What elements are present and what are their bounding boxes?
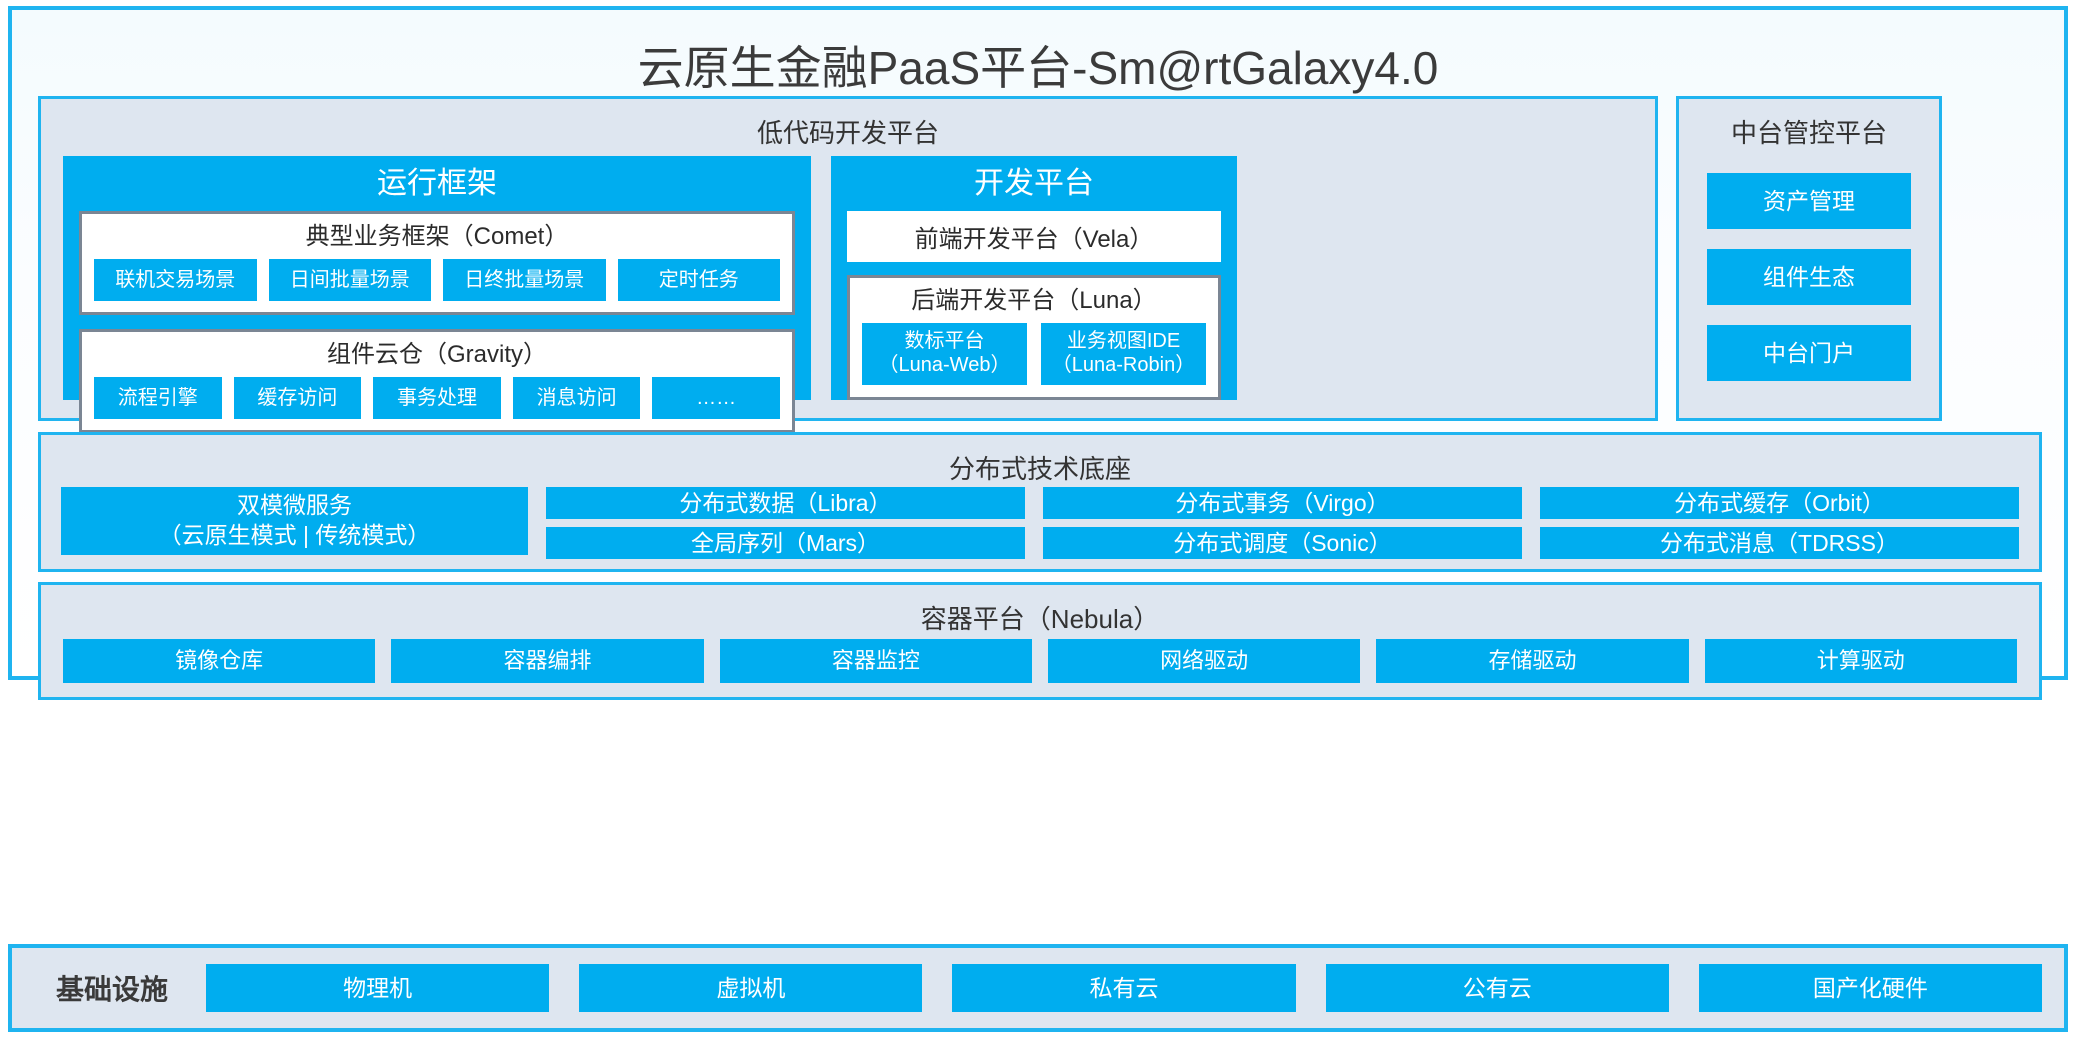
- container-platform-title: 容器平台（Nebula）: [920, 604, 1160, 634]
- distributed-tech-title: 分布式技术底座: [948, 454, 1131, 484]
- gravity-title: 组件云仓（Gravity）: [326, 341, 547, 368]
- infrastructure-item-physical-machine[interactable]: 物理机: [206, 964, 550, 1012]
- vela-box[interactable]: 前端开发平台（Vela）: [847, 211, 1221, 262]
- distributed-item-virgo[interactable]: 分布式事务（Virgo）: [1043, 487, 1522, 520]
- container-item-compute-driver[interactable]: 计算驱动: [1704, 639, 2017, 683]
- midplatform-chip-list: 资产管理 组件生态 中台门户: [1707, 173, 1911, 381]
- luna-title: 后端开发平台（Luna）: [911, 286, 1157, 314]
- gravity-item[interactable]: 事务处理: [373, 377, 501, 420]
- container-item-storage-driver[interactable]: 存储驱动: [1376, 639, 1689, 683]
- page-title: 云原生金融PaaS平台-Sm@rtGalaxy4.0: [637, 42, 1439, 94]
- comet-item[interactable]: 日间批量场景: [268, 259, 431, 302]
- distributed-tech-panel: 分布式技术底座 双模微服务 （云原生模式 | 传统模式） 分布式数据（Libra…: [38, 432, 2042, 572]
- gravity-item[interactable]: 缓存访问: [233, 377, 362, 420]
- distributed-column-3: 分布式缓存（Orbit） 分布式消息（TDRSS）: [1540, 487, 2019, 560]
- runtime-framework-title: 运行框架: [377, 167, 497, 200]
- luna-item-code: （Luna-Robin）: [1051, 354, 1196, 376]
- comet-item[interactable]: 定时任务: [617, 259, 780, 302]
- development-platform-block: 开发平台 前端开发平台（Vela） 后端开发平台（Luna） 数标平台 （Lun…: [831, 156, 1237, 400]
- comet-item[interactable]: 联机交易场景: [94, 259, 257, 302]
- midplatform-item-asset-management[interactable]: 资产管理: [1707, 173, 1911, 229]
- distributed-tech-body: 双模微服务 （云原生模式 | 传统模式） 分布式数据（Libra） 全局序列（M…: [61, 487, 2019, 560]
- container-platform-chip-row: 镜像仓库 容器编排 容器监控 网络驱动 存储驱动 计算驱动: [63, 639, 2017, 683]
- gravity-item[interactable]: 流程引擎: [94, 377, 222, 420]
- luna-item-name: 数标平台: [904, 330, 985, 353]
- gravity-box: 组件云仓（Gravity） 流程引擎 缓存访问 事务处理 消息访问 ……: [79, 329, 795, 433]
- distributed-item-tdrss[interactable]: 分布式消息（TDRSS）: [1540, 527, 2019, 560]
- distributed-item-mars[interactable]: 全局序列（Mars）: [546, 527, 1025, 560]
- lowcode-platform-title: 低代码开发平台: [756, 118, 939, 148]
- comet-box: 典型业务框架（Comet） 联机交易场景 日间批量场景 日终批量场景 定时任务: [79, 211, 795, 315]
- distributed-item-libra[interactable]: 分布式数据（Libra）: [546, 487, 1025, 520]
- comet-chip-row: 联机交易场景 日间批量场景 日终批量场景 定时任务: [94, 259, 780, 313]
- dual-mode-line2: （云原生模式 | 传统模式）: [158, 522, 431, 548]
- distributed-column-1: 分布式数据（Libra） 全局序列（Mars）: [546, 487, 1025, 560]
- container-item-orchestration[interactable]: 容器编排: [391, 639, 704, 683]
- lowcode-platform-panel: 低代码开发平台 运行框架 典型业务框架（Comet） 联机交易场景 日间批量场景…: [38, 96, 1658, 433]
- dual-mode-microservice-cell: 双模微服务 （云原生模式 | 传统模式）: [61, 487, 528, 555]
- comet-title: 典型业务框架（Comet）: [305, 223, 569, 250]
- midplatform-item-portal[interactable]: 中台门户: [1707, 325, 1911, 381]
- distributed-item-sonic[interactable]: 分布式调度（Sonic）: [1043, 527, 1522, 560]
- luna-item-code: （Luna-Web）: [878, 354, 1011, 376]
- infrastructure-item-virtual-machine[interactable]: 虚拟机: [579, 964, 923, 1012]
- dual-mode-microservice-chip[interactable]: 双模微服务 （云原生模式 | 传统模式）: [61, 487, 528, 555]
- infrastructure-chip-row: 物理机 虚拟机 私有云 公有云 国产化硬件: [206, 964, 2043, 1012]
- container-item-image-registry[interactable]: 镜像仓库: [63, 639, 376, 683]
- luna-item-luna-web[interactable]: 数标平台 （Luna-Web）: [862, 323, 1027, 385]
- luna-chip-row: 数标平台 （Luna-Web） 业务视图IDE （Luna-Robin）: [862, 323, 1206, 397]
- midplatform-panel: 中台管控平台 资产管理 组件生态 中台门户: [1676, 96, 1942, 421]
- luna-box: 后端开发平台（Luna） 数标平台 （Luna-Web） 业务视图IDE （Lu…: [847, 274, 1221, 400]
- gravity-item[interactable]: 消息访问: [512, 377, 641, 420]
- lowcode-columns: 运行框架 典型业务框架（Comet） 联机交易场景 日间批量场景 日终批量场景 …: [63, 156, 1633, 433]
- development-platform-title: 开发平台: [974, 167, 1094, 200]
- midplatform-title: 中台管控平台: [1730, 118, 1887, 148]
- infrastructure-bar: 基础设施 物理机 虚拟机 私有云 公有云 国产化硬件: [8, 944, 2068, 1032]
- gravity-chip-row: 流程引擎 缓存访问 事务处理 消息访问 ……: [94, 377, 780, 431]
- runtime-framework-block: 运行框架 典型业务框架（Comet） 联机交易场景 日间批量场景 日终批量场景 …: [63, 156, 811, 433]
- dual-mode-line1: 双模微服务: [237, 492, 352, 519]
- gravity-item-more[interactable]: ……: [652, 377, 780, 420]
- container-item-monitoring[interactable]: 容器监控: [719, 639, 1032, 683]
- infrastructure-item-domestic-hardware[interactable]: 国产化硬件: [1698, 964, 2043, 1012]
- luna-item-name: 业务视图IDE: [1066, 330, 1181, 353]
- container-platform-panel: 容器平台（Nebula） 镜像仓库 容器编排 容器监控 网络驱动 存储驱动 计算…: [38, 582, 2042, 700]
- midplatform-item-component-ecosystem[interactable]: 组件生态: [1707, 249, 1911, 305]
- comet-item[interactable]: 日终批量场景: [443, 259, 606, 302]
- luna-item-luna-robin[interactable]: 业务视图IDE （Luna-Robin）: [1041, 323, 1206, 385]
- container-item-network-driver[interactable]: 网络驱动: [1047, 639, 1361, 683]
- infrastructure-item-private-cloud[interactable]: 私有云: [952, 964, 1296, 1012]
- lowcode-row: 低代码开发平台 运行框架 典型业务框架（Comet） 联机交易场景 日间批量场景…: [38, 96, 2042, 433]
- distributed-column-2: 分布式事务（Virgo） 分布式调度（Sonic）: [1043, 487, 1522, 560]
- infrastructure-label: 基础设施: [56, 974, 169, 1005]
- infrastructure-item-public-cloud[interactable]: 公有云: [1325, 964, 1669, 1012]
- platform-architecture-frame: 云原生金融PaaS平台-Sm@rtGalaxy4.0 低代码开发平台 运行框架 …: [8, 6, 2068, 700]
- distributed-item-orbit[interactable]: 分布式缓存（Orbit）: [1540, 487, 2019, 520]
